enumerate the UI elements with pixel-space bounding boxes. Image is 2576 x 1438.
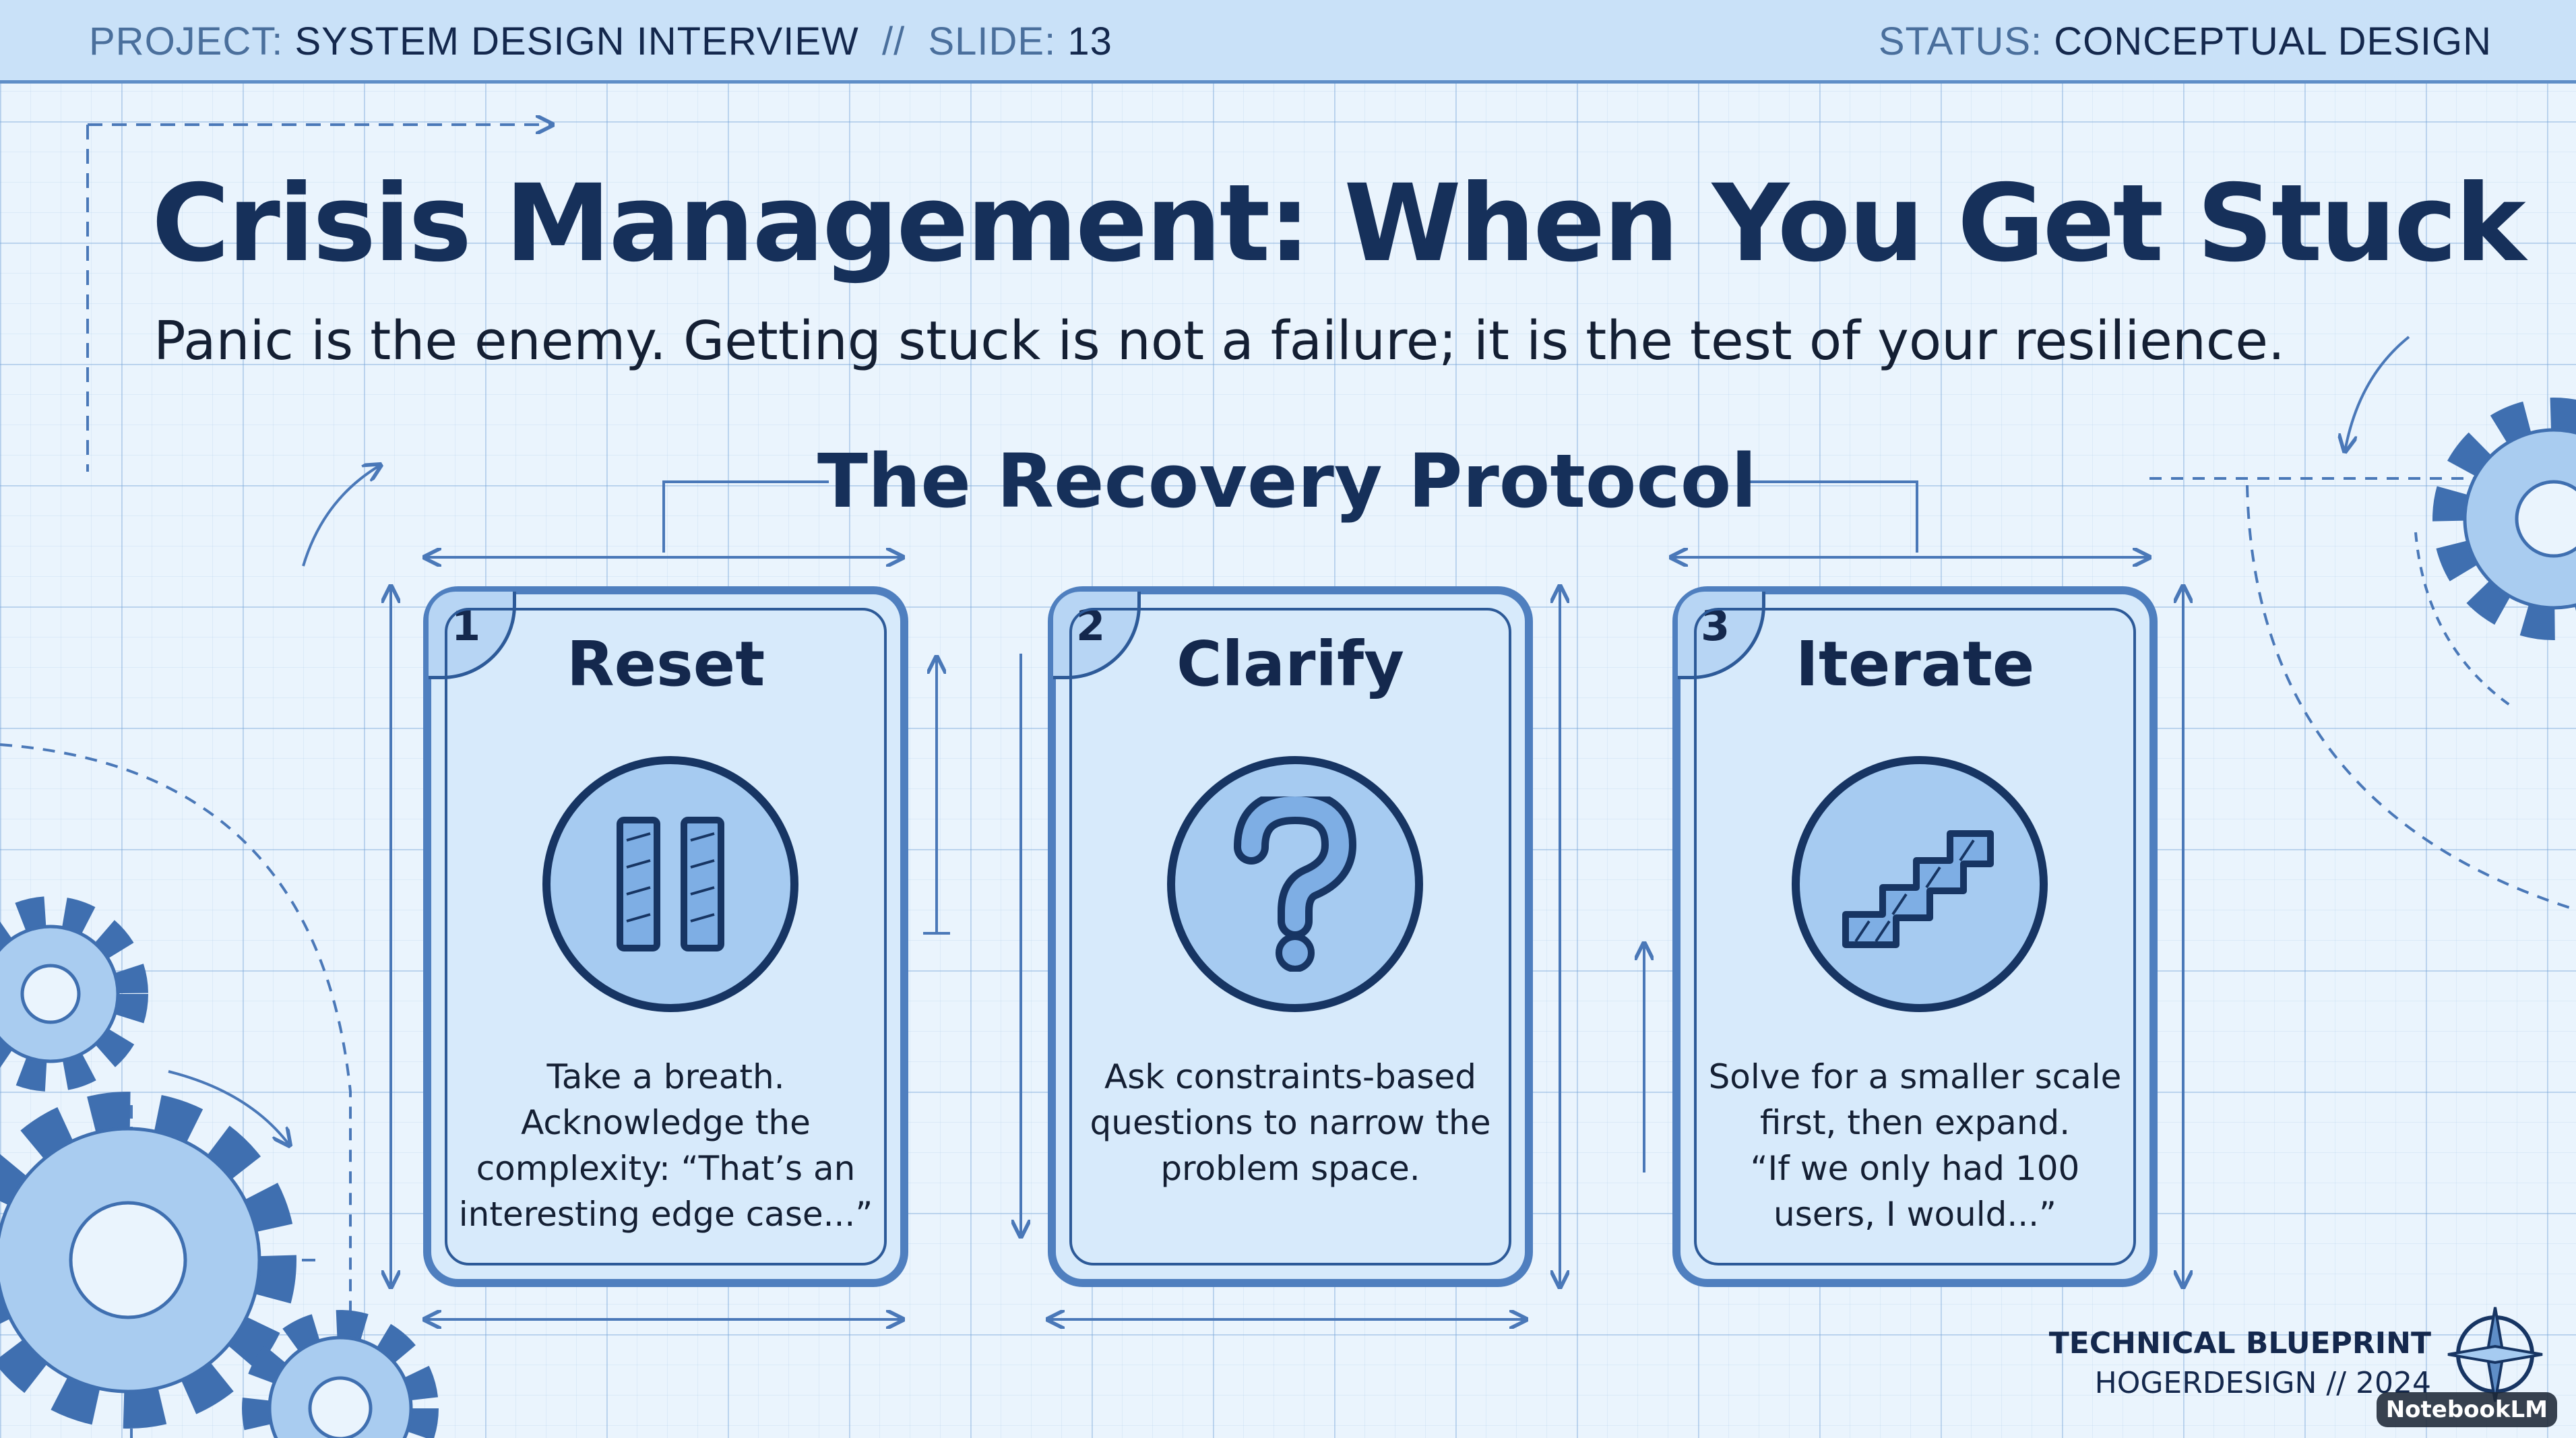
card-reset: 1 Reset Take a breath. Acknowledge the c… xyxy=(423,586,908,1287)
card-clarify: 2 Clarify Ask constraints-based question… xyxy=(1048,586,1533,1287)
header-bar: PROJECT: SYSTEM DESIGN INTERVIEW // SLID… xyxy=(0,0,2576,84)
desc-line: Ask constraints-based xyxy=(1104,1057,1476,1096)
slide-title: Crisis Management: When You Get Stuck xyxy=(152,162,2526,286)
project-info: PROJECT: SYSTEM DESIGN INTERVIEW // SLID… xyxy=(89,19,1112,64)
footer-title: TECHNICAL BLUEPRINT xyxy=(2048,1326,2431,1361)
desc-line: first, then expand. xyxy=(1759,1103,2071,1142)
status-info: STATUS: CONCEPTUAL DESIGN xyxy=(1879,19,2492,64)
card-description: Solve for a smaller scale first, then ex… xyxy=(1701,1054,2129,1237)
status-value: CONCEPTUAL DESIGN xyxy=(2054,20,2492,63)
slide-subtitle: Panic is the enemy. Getting stuck is not… xyxy=(154,310,2286,372)
project-name: SYSTEM DESIGN INTERVIEW xyxy=(294,20,859,63)
footer-credit: HOGERDESIGN // 2024 xyxy=(2094,1366,2431,1400)
desc-line: complexity: “That’s an xyxy=(476,1149,856,1188)
icon-badge xyxy=(1792,756,2048,1012)
card-description: Ask constraints-based questions to narro… xyxy=(1076,1054,1505,1191)
compass-rose-icon xyxy=(2447,1307,2543,1402)
desc-line: Take a breath. xyxy=(546,1057,785,1096)
question-mark-icon xyxy=(1234,796,1357,972)
slide-label: SLIDE: xyxy=(928,20,1057,63)
section-title: The Recovery Protocol xyxy=(817,438,1757,524)
card-title: Iterate xyxy=(1795,628,2035,700)
desc-line: Solve for a smaller scale xyxy=(1708,1057,2122,1096)
header-separator: // xyxy=(882,20,906,63)
icon-badge xyxy=(1167,756,1423,1012)
card-title: Reset xyxy=(566,628,765,700)
desc-line: questions to narrow the xyxy=(1090,1103,1491,1142)
desc-line: problem space. xyxy=(1160,1149,1420,1188)
slide-number: 13 xyxy=(1067,20,1112,63)
desc-line: interesting edge case...” xyxy=(458,1195,873,1234)
status-label: STATUS: xyxy=(1878,20,2043,63)
project-label: PROJECT: xyxy=(89,20,284,63)
card-title: Clarify xyxy=(1176,628,1405,700)
icon-badge xyxy=(542,756,798,1012)
desc-line: “If we only had 100 xyxy=(1750,1149,2080,1188)
card-iterate: 3 Iterate Solve for a smaller scale firs… xyxy=(1672,586,2158,1287)
stairs-icon xyxy=(1842,830,1994,948)
pause-icon xyxy=(617,817,724,951)
card-description: Take a breath. Acknowledge the complexit… xyxy=(451,1054,880,1237)
notebooklm-badge: NotebookLM xyxy=(2376,1392,2557,1427)
desc-line: Acknowledge the xyxy=(521,1103,811,1142)
desc-line: users, I would...” xyxy=(1773,1195,2056,1234)
